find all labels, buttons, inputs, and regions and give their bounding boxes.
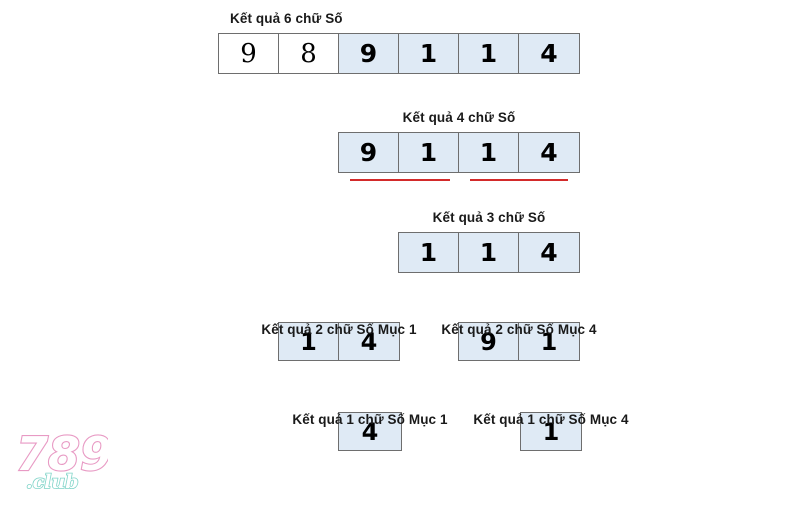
digit-cell: 4 bbox=[339, 323, 399, 360]
digit-cell: 9 bbox=[339, 34, 399, 73]
result-group-1-item1-label: Kết quả 1 chữ Số Mục 1 bbox=[292, 412, 448, 427]
digit-cell: 9 bbox=[219, 34, 279, 73]
digit-cell: 1 bbox=[399, 34, 459, 73]
digit-cell: 4 bbox=[339, 413, 401, 450]
result-group-6-digits: Kết quả 6 chữ Số 9 8 9 1 1 4 bbox=[218, 11, 580, 74]
logo-club-text: .club bbox=[26, 471, 79, 493]
digit-cell: 1 bbox=[459, 34, 519, 73]
digit-cell: 1 bbox=[399, 133, 459, 172]
digit-cell: 4 bbox=[519, 133, 579, 172]
digit-row-3: 1 1 4 bbox=[398, 232, 580, 273]
result-group-4-digits: Kết quả 4 chữ Số 9 1 1 4 bbox=[338, 110, 580, 185]
digit-row-4: 9 1 1 4 bbox=[338, 132, 580, 173]
digit-row-6: 9 8 9 1 1 4 bbox=[218, 33, 580, 74]
digit-cell: 1 bbox=[279, 323, 339, 360]
digit-cell: 8 bbox=[279, 34, 339, 73]
pair-underline-right bbox=[470, 179, 568, 181]
digit-row-1-item4: 1 bbox=[520, 412, 582, 451]
789-club-logo: 789 .club bbox=[8, 424, 108, 500]
digit-cell: 1 bbox=[521, 413, 581, 450]
result-group-1-digit-item4: Kết quả 1 chữ Số Mục 4 1 bbox=[473, 390, 629, 451]
result-group-1-digit-item1: Kết quả 1 chữ Số Mục 1 4 bbox=[292, 390, 448, 451]
digit-cell: 1 bbox=[459, 233, 519, 272]
digit-cell: 4 bbox=[519, 34, 579, 73]
digit-cell: 1 bbox=[459, 133, 519, 172]
digit-cell: 1 bbox=[519, 323, 579, 360]
result-group-3-digits: Kết quả 3 chữ Số 1 1 4 bbox=[398, 210, 580, 273]
digit-cell: 9 bbox=[339, 133, 399, 172]
result-group-4-label: Kết quả 4 chữ Số bbox=[402, 110, 516, 125]
digit-cell: 1 bbox=[399, 233, 459, 272]
result-group-2-digits-item4: Kết quả 2 chữ Số Mục 4 9 1 bbox=[441, 300, 597, 361]
pair-underlines bbox=[338, 173, 578, 185]
digit-cell: 9 bbox=[459, 323, 519, 360]
result-group-1-item4-label: Kết quả 1 chữ Số Mục 4 bbox=[473, 412, 629, 427]
result-group-2-item4-label: Kết quả 2 chữ Số Mục 4 bbox=[441, 322, 597, 337]
result-group-2-item1-label: Kết quả 2 chữ Số Mục 1 bbox=[261, 322, 417, 337]
result-group-2-digits-item1: Kết quả 2 chữ Số Mục 1 1 4 bbox=[261, 300, 417, 361]
pair-underline-left bbox=[350, 179, 450, 181]
digit-cell: 4 bbox=[519, 233, 579, 272]
digit-row-1-item1: 4 bbox=[338, 412, 402, 451]
result-group-6-label: Kết quả 6 chữ Số bbox=[230, 11, 343, 26]
digit-row-2-item4: 9 1 bbox=[458, 322, 580, 361]
digit-row-2-item1: 1 4 bbox=[278, 322, 400, 361]
logo-789-text: 789 bbox=[16, 427, 108, 481]
result-group-3-label: Kết quả 3 chữ Số bbox=[432, 210, 546, 225]
